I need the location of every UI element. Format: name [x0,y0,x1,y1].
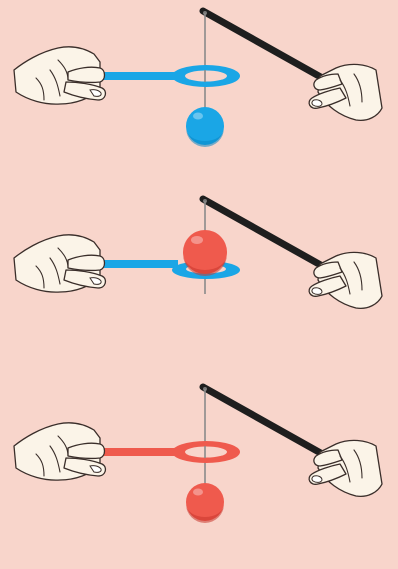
left-hand-thumbnail [89,89,102,97]
right-hand-thumbnail [311,475,323,483]
panel-2 [13,195,383,310]
left-hand-finger [67,254,106,272]
ball-highlight [193,112,203,120]
left-hand-creases [35,435,69,477]
stick [199,383,330,460]
panel-1 [13,7,383,147]
ball-shade [186,128,224,147]
metal-ball [183,230,227,274]
right-hand-icon [308,439,383,498]
left-hand-thumbnail [89,277,102,285]
right-hand-icon [308,251,383,310]
left-hand-icon [13,422,107,481]
right-hand-creases [339,261,363,295]
right-hand-creases [339,73,363,107]
right-hand-finger [313,449,343,467]
ring-hole [185,70,227,82]
right-hand-thumbnail [311,287,323,295]
left-hand-finger [67,66,106,84]
left-hand-icon [13,46,107,105]
ball-highlight [191,236,203,244]
ball-highlight [193,488,203,496]
right-hand-icon [308,63,383,122]
stick [199,7,330,84]
right-hand-finger [313,73,343,91]
stick [199,195,330,272]
metal-ball [186,107,224,145]
left-hand-thumbnail [89,465,102,473]
metal-ball [186,483,224,521]
right-hand-thumbnail [311,99,323,107]
ball-shade [183,254,227,276]
left-hand-creases [35,247,69,289]
ball-shade [186,504,224,523]
ring-hole [185,446,227,458]
panel-3 [13,383,383,523]
right-hand-finger [313,261,343,279]
right-hand-creases [339,449,363,483]
left-hand-creases [35,59,69,101]
left-hand-icon [13,234,107,293]
left-hand-finger [67,442,106,460]
